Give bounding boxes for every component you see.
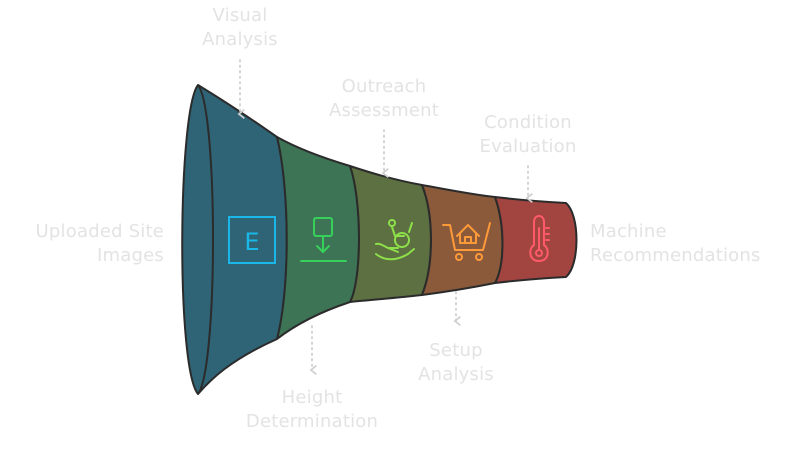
stage-label-setup-analysis: Setup Analysis — [418, 340, 494, 385]
download-arrow-icon — [300, 217, 347, 262]
house-cart-icon — [442, 222, 491, 261]
funnel-segment-condition-evaluation — [494, 196, 578, 284]
input-label: Uploaded Site Images — [35, 221, 164, 266]
stage-label-height-determination: Height Determination — [245, 387, 379, 432]
letter-e-glyph: E — [244, 228, 259, 256]
stage-label-outreach-assessment: Outreach Assessment — [329, 76, 439, 121]
funnel-mouth-rim — [197, 84, 214, 395]
stage-label-condition-evaluation: Condition Evaluation — [479, 112, 577, 157]
funnel-segment-setup-analysis — [421, 184, 504, 296]
thermometer-icon — [529, 215, 550, 262]
stage-label-visual-analysis: Visual Analysis — [202, 5, 278, 50]
output-label: Machine Recommendations — [590, 221, 761, 266]
funnel-segment-visual-analysis — [181, 84, 288, 395]
letter-e-icon: E — [228, 216, 276, 264]
wheelchair-hand-icon — [375, 219, 415, 261]
funnel-segment-outreach-assessment — [349, 165, 432, 303]
funnel-segment-height-determination — [276, 136, 360, 340]
